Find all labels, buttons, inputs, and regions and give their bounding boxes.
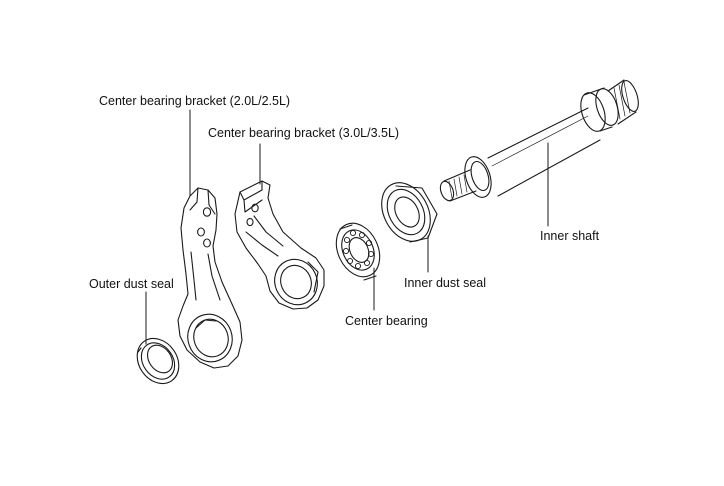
label-center-bearing: Center bearing — [345, 314, 428, 328]
inner-shaft — [439, 79, 639, 202]
inner-dust-seal — [381, 182, 438, 243]
outer-dust-seal — [136, 337, 180, 385]
label-bracket-3-0l-3-5l: Center bearing bracket (3.0L/3.5L) — [208, 126, 400, 140]
label-inner-dust-seal: Inner dust seal — [404, 276, 486, 290]
bracket-2-0l-2-5l — [177, 187, 243, 369]
leader-lines — [145, 109, 549, 345]
label-bracket-2-0l-2-5l: Center bearing bracket (2.0L/2.5L) — [99, 94, 291, 108]
label-inner-shaft: Inner shaft — [540, 229, 600, 243]
bracket-3-0l-3-5l — [234, 180, 325, 310]
center-bearing — [335, 222, 381, 281]
label-outer-dust-seal: Outer dust seal — [89, 277, 174, 291]
